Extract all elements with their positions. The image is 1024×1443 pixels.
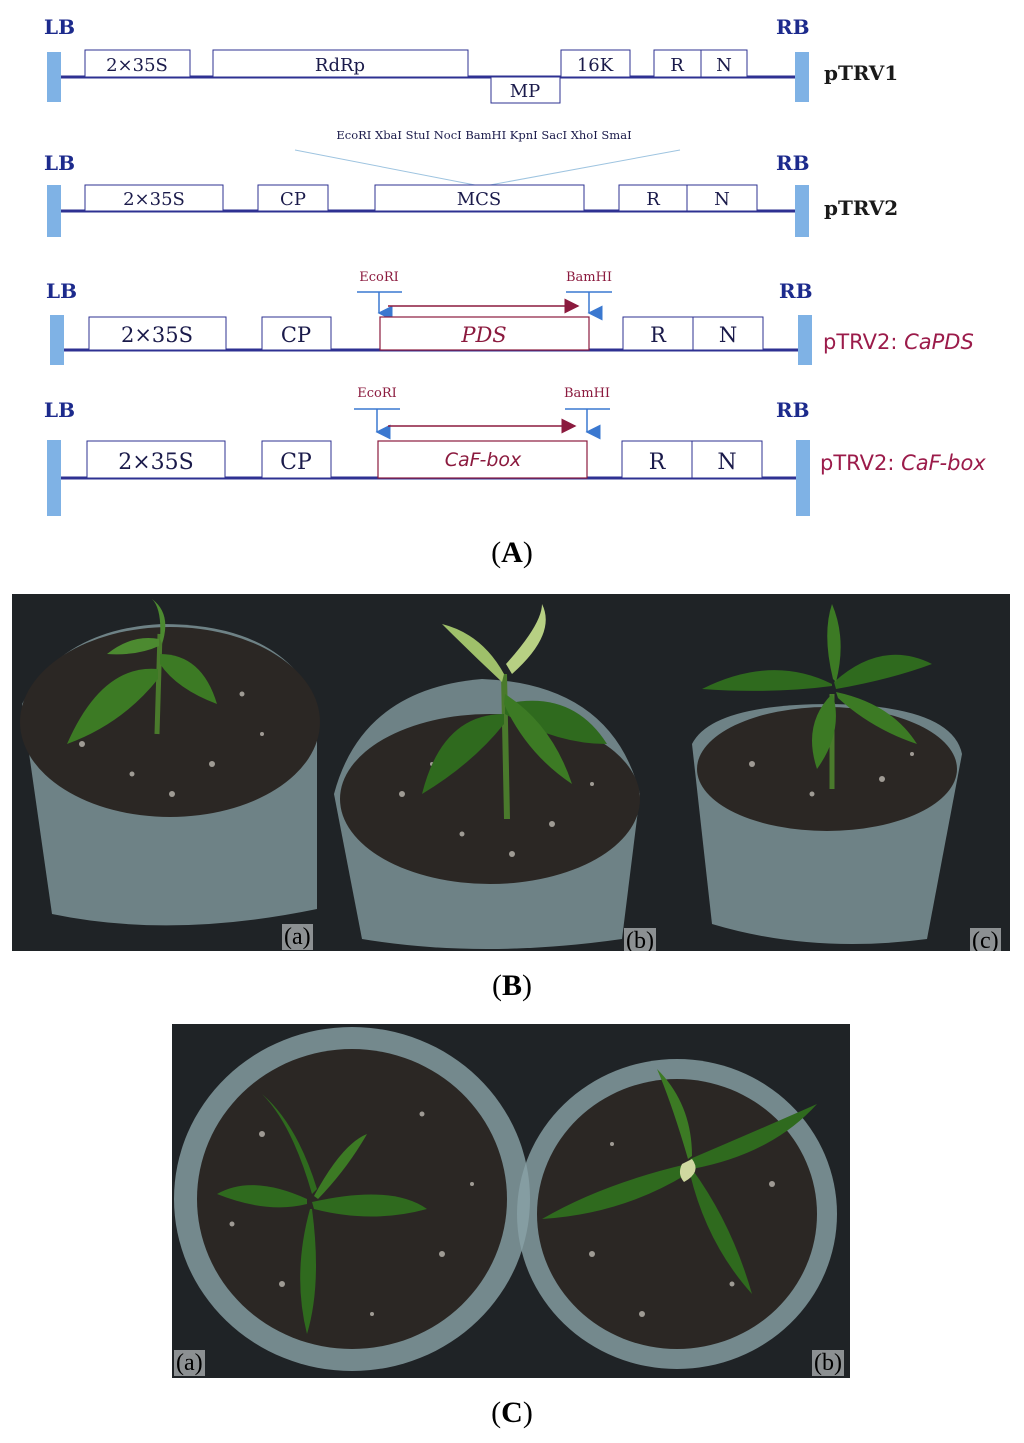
photo-sublabel-a: (a) — [282, 924, 313, 950]
mcs-callout-left — [294, 149, 476, 186]
box-n-label: N — [714, 189, 730, 210]
box-cp-label: CP — [280, 189, 306, 210]
construct-ptrv2-capds: LB RB EcoRI BamHI 2×35S CP PDS R N pTRV2… — [46, 270, 974, 365]
construct-name: pTRV2 — [824, 196, 898, 220]
box-mp — [490, 76, 561, 104]
box-r-label: R — [670, 55, 684, 76]
construct-ptrv2: EcoRI XbaI StuI NocI BamHI KpnI SacI Xho… — [44, 128, 898, 237]
box-2x35s — [86, 440, 226, 479]
box-16k — [560, 49, 631, 78]
box-n-label: N — [717, 450, 736, 475]
lb-border-block — [47, 185, 61, 237]
lb-border-block — [47, 440, 61, 516]
construct-name-prefix: pTRV2: — [823, 330, 904, 354]
box-r — [621, 440, 693, 479]
box-r-label: R — [649, 450, 667, 475]
box-r-label: R — [650, 323, 667, 347]
construct-name: pTRV2: CaF-box — [820, 451, 986, 475]
box-2x35s — [88, 316, 227, 351]
rb-border-block — [795, 52, 809, 102]
box-rdrp — [212, 49, 469, 78]
box-r-label: R — [646, 189, 660, 210]
panel-b-photo-art — [12, 594, 1010, 951]
construct-name: pTRV1 — [824, 61, 898, 85]
construct-name: pTRV2: CaPDS — [823, 330, 974, 354]
lb-label: LB — [44, 398, 75, 422]
construct-name-gene: CaF-box — [901, 451, 986, 475]
photo-sublabel-c: (c) — [970, 928, 1001, 951]
rb-border-block — [795, 185, 809, 237]
box-rdrp-label: RdRp — [315, 55, 365, 76]
box-insert-cafbox — [377, 440, 588, 479]
construct-ptrv2-cafbox: LB RB EcoRI BamHI 2×35S CP CaF-box R N p… — [44, 386, 986, 516]
rb-label: RB — [776, 151, 810, 175]
box-insert-pds-label: PDS — [460, 323, 506, 347]
box-mcs-label: MCS — [457, 189, 502, 210]
box-2x35s-label: 2×35S — [121, 323, 193, 347]
panel-letter: B — [501, 969, 522, 1002]
box-2x35s-label: 2×35S — [118, 450, 194, 475]
box-cp-label: CP — [281, 323, 311, 347]
photo-sublabel-a: (a) — [174, 1350, 205, 1376]
mcs-sites-label: EcoRI XbaI StuI NocI BamHI KpnI SacI Xho… — [336, 128, 631, 142]
box-insert-pds — [379, 316, 590, 351]
rb-border-block — [798, 315, 812, 365]
box-2x35s — [84, 49, 191, 78]
lb-label: LB — [46, 279, 77, 303]
box-n — [691, 440, 763, 479]
lb-label: LB — [44, 151, 75, 175]
construct-name-prefix: pTRV2: — [820, 451, 901, 475]
construct-name-gene: CaPDS — [904, 330, 974, 354]
rb-label: RB — [776, 15, 810, 39]
construct-ptrv1: LB RB 2×35S RdRp MP 16K R N pTRV1 — [44, 15, 898, 104]
rb-border-block — [796, 440, 810, 516]
box-cp — [257, 184, 329, 212]
box-n-label: N — [716, 55, 732, 76]
panel-label-c: (C) — [491, 1396, 533, 1429]
box-2x35s-label: 2×35S — [106, 55, 168, 76]
box-2x35s-label: 2×35S — [123, 189, 185, 210]
panel-letter: C — [501, 1396, 523, 1429]
box-insert-cafbox-label: CaF-box — [445, 449, 522, 471]
bamhi-site-label: BamHI — [566, 270, 612, 285]
ecori-site-label: EcoRI — [357, 386, 397, 401]
box-n — [686, 184, 758, 212]
panel-letter: A — [501, 536, 523, 569]
rb-label: RB — [779, 279, 813, 303]
pot-c — [692, 604, 962, 944]
pot-a — [174, 1027, 530, 1371]
panel-c-photo-art — [172, 1024, 850, 1378]
box-n-label: N — [719, 323, 737, 347]
photo-sublabel-b: (b) — [812, 1350, 844, 1376]
ecori-site-label: EcoRI — [359, 270, 399, 285]
panel-c-photo: (a) (b) — [172, 1024, 850, 1378]
panel-label-a: (A) — [491, 536, 533, 569]
panel-label-b: (B) — [491, 969, 532, 1002]
lb-label: LB — [44, 15, 75, 39]
mcs-callout-right — [489, 149, 681, 186]
box-n — [700, 49, 748, 78]
box-n — [692, 316, 764, 351]
lb-border-block — [50, 315, 64, 365]
lb-border-block — [47, 52, 61, 102]
box-r — [618, 184, 688, 212]
pot-b — [334, 604, 640, 949]
panel-b-photo: (a) (b) (c) — [12, 594, 1010, 951]
box-mp-label: MP — [510, 81, 541, 102]
rb-label: RB — [776, 398, 810, 422]
pot-b — [517, 1059, 837, 1369]
box-cp — [261, 440, 332, 479]
box-mcs — [374, 184, 585, 212]
pot-a — [20, 599, 320, 926]
photo-sublabel-b: (b) — [624, 928, 656, 951]
box-r — [622, 316, 694, 351]
box-cp — [261, 316, 332, 351]
box-16k-label: 16K — [577, 55, 614, 76]
construct-diagram: LB RB 2×35S RdRp MP 16K R N pTRV1 EcoRI … — [44, 15, 986, 516]
bamhi-site-label: BamHI — [564, 386, 610, 401]
box-cp-label: CP — [280, 450, 312, 475]
box-2x35s — [84, 184, 224, 212]
